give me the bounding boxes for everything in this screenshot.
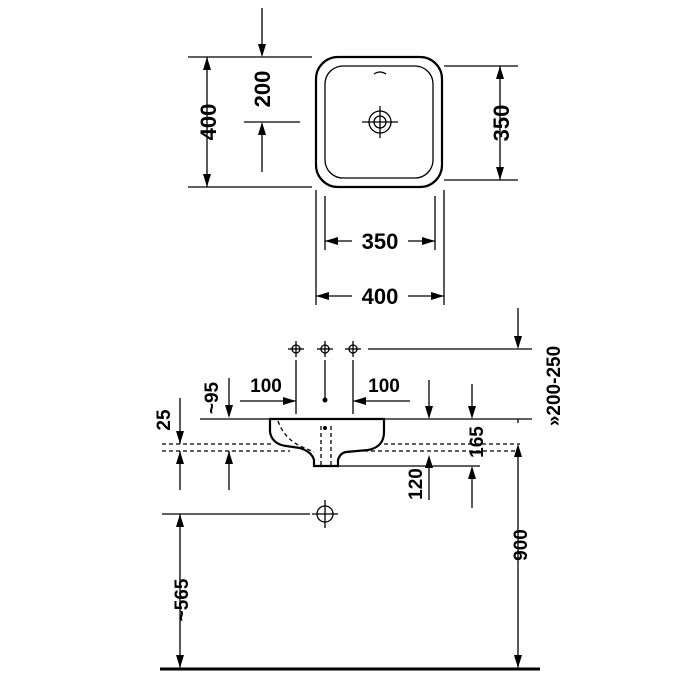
overflow-dot: [323, 426, 327, 430]
arrow-left: [353, 397, 366, 405]
arrow-up: [468, 466, 476, 479]
top-view: 400 200 350 350 400: [188, 8, 518, 309]
dim-rim-thickness: 25: [154, 409, 175, 431]
arrow-up: [258, 122, 266, 135]
arrow-up: [496, 66, 504, 79]
arrow-down: [496, 167, 504, 180]
arrow-up: [425, 455, 433, 468]
dim-drain-height: 120: [406, 468, 427, 500]
arrow-up: [176, 514, 184, 527]
arrow-left: [316, 292, 329, 300]
waste-outlet-icon: [312, 500, 338, 528]
dim-tap-spacing-left: 100: [250, 376, 282, 397]
arrow-down: [468, 406, 476, 419]
arrow-down: [514, 336, 522, 349]
basin-inner-outline: [324, 65, 434, 179]
tap-center-dot: [322, 397, 328, 403]
side-view: 100 100 ~95 25: [154, 308, 565, 671]
basin-section: [268, 417, 386, 468]
arrow-down: [176, 431, 184, 444]
arrow-right: [283, 397, 296, 405]
dim-install-height: 900: [511, 529, 532, 561]
dim-tap-spacing-right: 100: [368, 376, 400, 397]
dim-tap-height: »200-250: [544, 346, 565, 426]
dim-edge-to-tap: ~95: [202, 381, 223, 414]
arrow-down: [514, 655, 522, 668]
tap-hole-center-icon: [317, 341, 333, 357]
arrow-up: [203, 57, 211, 70]
arrow-left: [325, 237, 338, 245]
dim-inner-depth: 350: [489, 105, 514, 142]
overflow-mark: [373, 71, 387, 75]
arrow-up: [176, 451, 184, 464]
dim-bowl-height: 165: [467, 426, 488, 458]
arrow-down: [176, 655, 184, 668]
arrow-right: [422, 237, 435, 245]
arrow-down: [225, 405, 233, 418]
dim-outer-width: 400: [362, 284, 399, 309]
arrow-right: [431, 292, 444, 300]
dim-inner-width: 350: [362, 229, 399, 254]
basin-outer-outline: [314, 55, 444, 189]
arrow-down: [203, 174, 211, 187]
arrow-down: [258, 44, 266, 57]
tap-hole-left-icon: [288, 341, 304, 357]
dim-outer-depth: 400: [196, 104, 221, 141]
basin-bowl-inner: [277, 420, 315, 453]
dim-drain-offset: 200: [250, 71, 275, 108]
arrow-down: [425, 406, 433, 419]
dim-waste-height: ~565: [172, 578, 193, 621]
tap-hole-right-icon: [345, 341, 361, 357]
arrow-up: [514, 444, 522, 457]
arrow-up: [225, 451, 233, 464]
